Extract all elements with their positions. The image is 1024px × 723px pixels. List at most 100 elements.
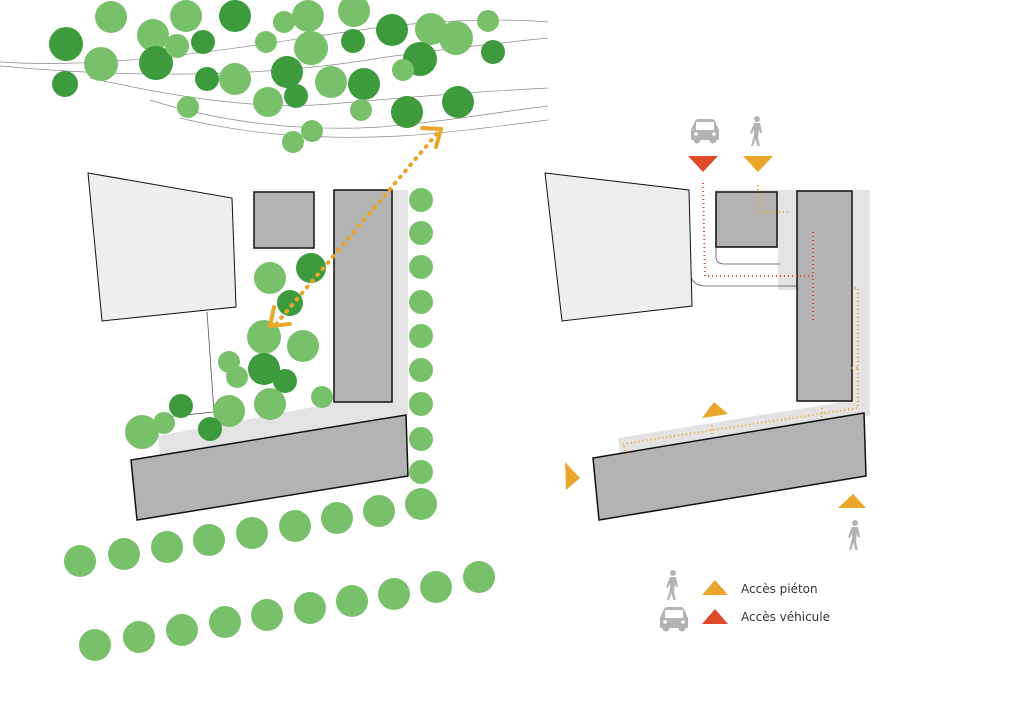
view-arrow: [268, 126, 443, 328]
tree: [301, 120, 323, 142]
tree: [477, 10, 499, 32]
tree: [166, 614, 198, 646]
tree: [341, 29, 365, 53]
driveway-curve-inner: [715, 248, 780, 265]
tree: [236, 517, 268, 549]
tall-building: [333, 189, 393, 403]
tree: [247, 320, 281, 354]
tree: [405, 488, 437, 520]
pedestrian-paths: [621, 185, 859, 457]
tree: [209, 606, 241, 638]
tree: [282, 131, 304, 153]
tree: [248, 353, 280, 385]
tree: [294, 31, 328, 65]
tree: [169, 394, 193, 418]
long-building: [592, 412, 867, 521]
tree: [151, 531, 183, 563]
view-arrowhead-south: [268, 305, 292, 328]
tree: [284, 84, 308, 108]
car-icon: [691, 119, 719, 144]
tree: [125, 415, 159, 449]
tree: [294, 592, 326, 624]
tree: [420, 571, 452, 603]
tree: [198, 417, 222, 441]
legend-vehicle-marker: [702, 609, 728, 624]
tree: [321, 502, 353, 534]
view-arrowhead-north: [420, 126, 443, 149]
tree: [273, 369, 297, 393]
tree: [409, 427, 433, 451]
tree: [271, 56, 303, 88]
tree: [439, 21, 473, 55]
legend-pedestrian-label: Accès piéton: [741, 582, 818, 596]
tree: [409, 358, 433, 382]
tree: [79, 629, 111, 661]
tree: [213, 395, 245, 427]
tree: [253, 87, 283, 117]
left-site-plan: [0, 0, 549, 661]
tree: [165, 34, 189, 58]
tree: [251, 599, 283, 631]
neighbor-building: [544, 172, 693, 322]
tree: [391, 96, 423, 128]
right-site-plan: Accès piéton Accès véhicule: [544, 116, 870, 632]
small-building: [715, 191, 778, 248]
tree: [219, 63, 251, 95]
tree: [95, 1, 127, 33]
tree: [376, 14, 408, 46]
pedestrian-icon: [750, 116, 762, 146]
tree: [254, 388, 286, 420]
tree: [442, 86, 474, 118]
legend: Accès piéton Accès véhicule: [660, 570, 830, 632]
tree: [409, 392, 433, 416]
pavement-strip: [158, 402, 405, 458]
legend-pedestrian-marker: [702, 580, 728, 595]
tree: [226, 366, 248, 388]
tree: [463, 561, 495, 593]
trees: [49, 0, 505, 661]
tree: [392, 59, 414, 81]
tree: [287, 330, 319, 362]
vehicle-access-marker-north: [688, 156, 718, 172]
tree: [409, 290, 433, 314]
tree: [84, 47, 118, 81]
tree: [315, 66, 347, 98]
tree: [336, 585, 368, 617]
long-building: [130, 414, 409, 521]
tree: [191, 30, 215, 54]
tree: [350, 99, 372, 121]
tree: [195, 67, 219, 91]
tree: [137, 19, 169, 51]
small-building: [253, 191, 315, 249]
tree: [279, 510, 311, 542]
tree: [108, 538, 140, 570]
tree: [64, 545, 96, 577]
tree: [311, 386, 333, 408]
neighbor-building: [87, 172, 237, 322]
tree: [409, 255, 433, 279]
tree: [219, 0, 251, 32]
tree: [292, 0, 324, 32]
tree: [52, 71, 78, 97]
tree: [378, 578, 410, 610]
car-icon: [660, 607, 688, 632]
tree: [277, 290, 303, 316]
tree: [170, 0, 202, 32]
tree: [139, 46, 173, 80]
tree: [409, 188, 433, 212]
tree: [348, 68, 380, 100]
tree: [255, 31, 277, 53]
tree: [123, 621, 155, 653]
tree: [177, 96, 199, 118]
pedestrian-icon: [848, 520, 860, 550]
tree: [409, 460, 433, 484]
tree: [338, 0, 370, 27]
tree: [193, 524, 225, 556]
tree: [481, 40, 505, 64]
tree: [409, 324, 433, 348]
pedestrian-access-marker-north: [743, 156, 773, 172]
tree: [409, 221, 433, 245]
tree: [363, 495, 395, 527]
tree: [49, 27, 83, 61]
tall-building: [796, 190, 853, 402]
